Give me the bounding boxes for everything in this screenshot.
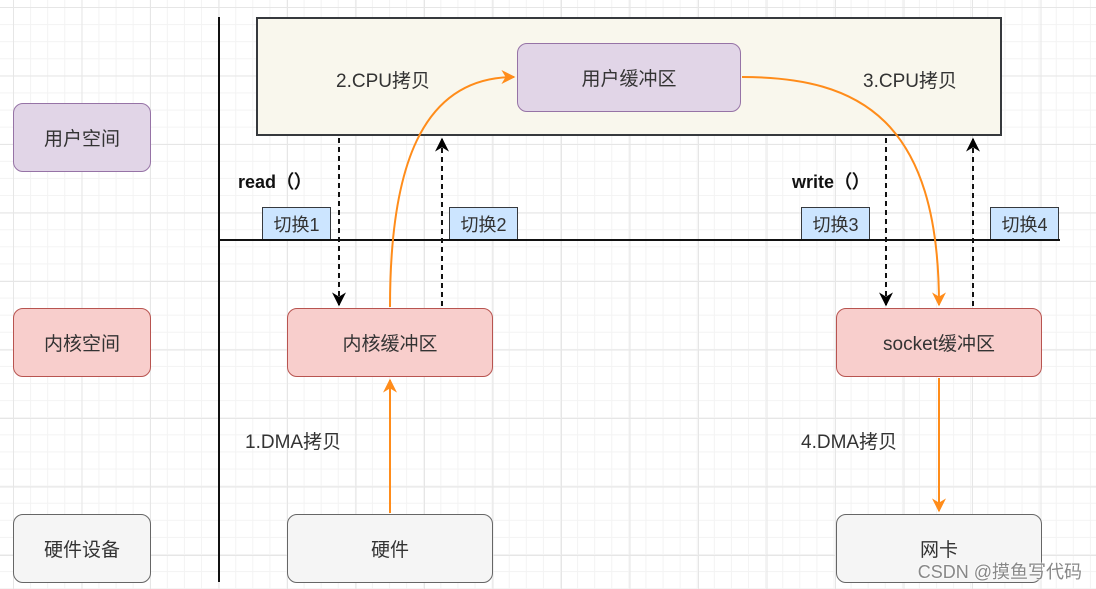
row-label-hardware-devices-text: 硬件设备	[43, 540, 120, 561]
switch-tag-1-text: 切换1	[273, 214, 320, 235]
node-hardware-text: 硬件	[370, 540, 409, 561]
step-3-label: 3.CPU拷贝	[863, 71, 957, 92]
row-label-user-space-text: 用户空间	[43, 129, 120, 150]
switch-tag-1: 切换1	[262, 207, 331, 239]
row-label-kernel-space: 内核空间	[13, 308, 151, 377]
row-label-kernel-space-text: 内核空间	[43, 334, 120, 355]
node-hardware: 硬件	[287, 514, 493, 583]
switch-tag-3-text: 切换3	[812, 214, 859, 235]
switch-tag-3: 切换3	[801, 207, 870, 239]
node-kernel-buffer-text: 内核缓冲区	[342, 334, 438, 355]
read-call-label: read（）	[238, 172, 313, 192]
write-call-label: write（）	[792, 172, 871, 192]
node-nic-text: 网卡	[919, 540, 958, 561]
switch-tag-4: 切换4	[990, 207, 1059, 239]
node-nic: 网卡	[836, 514, 1042, 583]
node-kernel-buffer: 内核缓冲区	[287, 308, 493, 377]
switch-tag-2: 切换2	[449, 207, 518, 239]
watermark: CSDN @摸鱼写代码	[917, 562, 1082, 582]
switch-tag-2-text: 切换2	[460, 214, 507, 235]
node-socket-buffer-text: socket缓冲区	[883, 334, 995, 355]
switch-tag-4-text: 切换4	[1001, 214, 1048, 235]
step-1-label: 1.DMA拷贝	[245, 432, 342, 453]
cpu-copy-arrow-2	[389, 70, 516, 308]
step-2-label: 2.CPU拷贝	[336, 71, 430, 92]
cpu-copy-arrow-3	[741, 76, 946, 307]
node-user-buffer: 用户缓冲区	[517, 43, 741, 112]
node-user-buffer-text: 用户缓冲区	[581, 69, 677, 90]
node-socket-buffer: socket缓冲区	[836, 308, 1042, 377]
row-label-hardware-devices: 硬件设备	[13, 514, 151, 583]
step-4-label: 4.DMA拷贝	[801, 432, 898, 453]
row-label-user-space: 用户空间	[13, 103, 151, 172]
